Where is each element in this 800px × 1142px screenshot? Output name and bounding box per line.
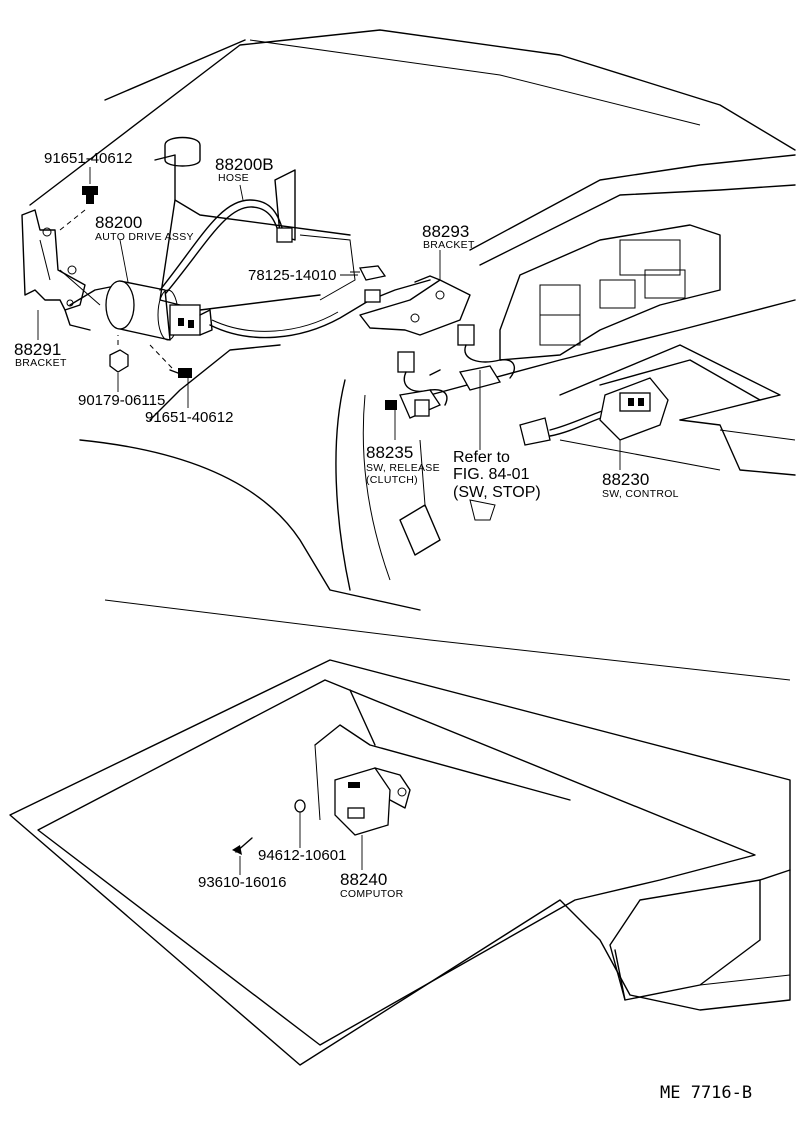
label-94612-10601: 94612-10601 <box>258 847 346 864</box>
leader-lines <box>37 167 621 875</box>
label-refer-to: Refer to <box>453 449 510 466</box>
label-88230-number: 88230 <box>602 470 649 489</box>
bracket-88293 <box>359 279 471 336</box>
label-88200b-number: 88200B <box>215 155 274 174</box>
label-91651-40612-upper: 91651-40612 <box>44 150 132 167</box>
label-88230-name: SW, CONTROL <box>602 488 679 500</box>
label-78125-14010: 78125-14010 <box>248 267 336 284</box>
bolt-91651-40612-lower <box>149 344 192 378</box>
auto-drive-assy-88200 <box>59 269 213 341</box>
bracket-88291 <box>21 209 86 311</box>
vehicle-body-upper <box>29 29 796 611</box>
label-88235-name-2: (CLUTCH) <box>366 474 418 486</box>
label-88291-number: 88291 <box>14 340 61 359</box>
label-88200-number: 88200 <box>95 213 142 232</box>
label-88235-name-1: SW, RELEASE <box>366 462 440 474</box>
label-88293-number: 88293 <box>422 222 469 241</box>
screw-93610-16016 <box>232 837 253 855</box>
labels: 91651-40612 88200B HOSE 88200 AUTO DRIVE… <box>14 150 752 1103</box>
clamp-78125-14010 <box>350 265 387 281</box>
nut-90179-06115 <box>109 335 129 373</box>
label-88200b-name: HOSE <box>218 172 249 184</box>
switch-stop-ref <box>457 324 516 391</box>
label-refer-fig: FIG. 84-01 <box>453 466 530 483</box>
hose-88200b <box>159 169 296 294</box>
bolt-91651-40612-upper <box>59 186 98 231</box>
control-cable <box>209 275 441 339</box>
label-91651-40612-lower: 91651-40612 <box>145 409 233 426</box>
switch-control-88230 <box>519 377 669 446</box>
label-88293-name: BRACKET <box>423 239 475 251</box>
label-93610-16016: 93610-16016 <box>198 874 286 891</box>
diagram-code: ME 7716-B <box>660 1083 752 1103</box>
label-88291-name: BRACKET <box>15 357 67 369</box>
washer-94612-10601 <box>294 799 306 813</box>
label-88200-name: AUTO DRIVE ASSY <box>95 231 194 243</box>
computor-88240 <box>334 767 411 836</box>
switch-release-clutch-88235 <box>385 351 448 419</box>
label-88240-name: COMPUTOR <box>340 888 404 900</box>
label-88240-number: 88240 <box>340 870 387 889</box>
view-divider-line <box>104 599 791 681</box>
label-88235-number: 88235 <box>366 443 413 462</box>
vehicle-body-lower <box>9 659 791 1066</box>
label-refer-sw-stop: (SW, STOP) <box>453 484 541 501</box>
label-90179-06115: 90179-06115 <box>78 392 165 409</box>
